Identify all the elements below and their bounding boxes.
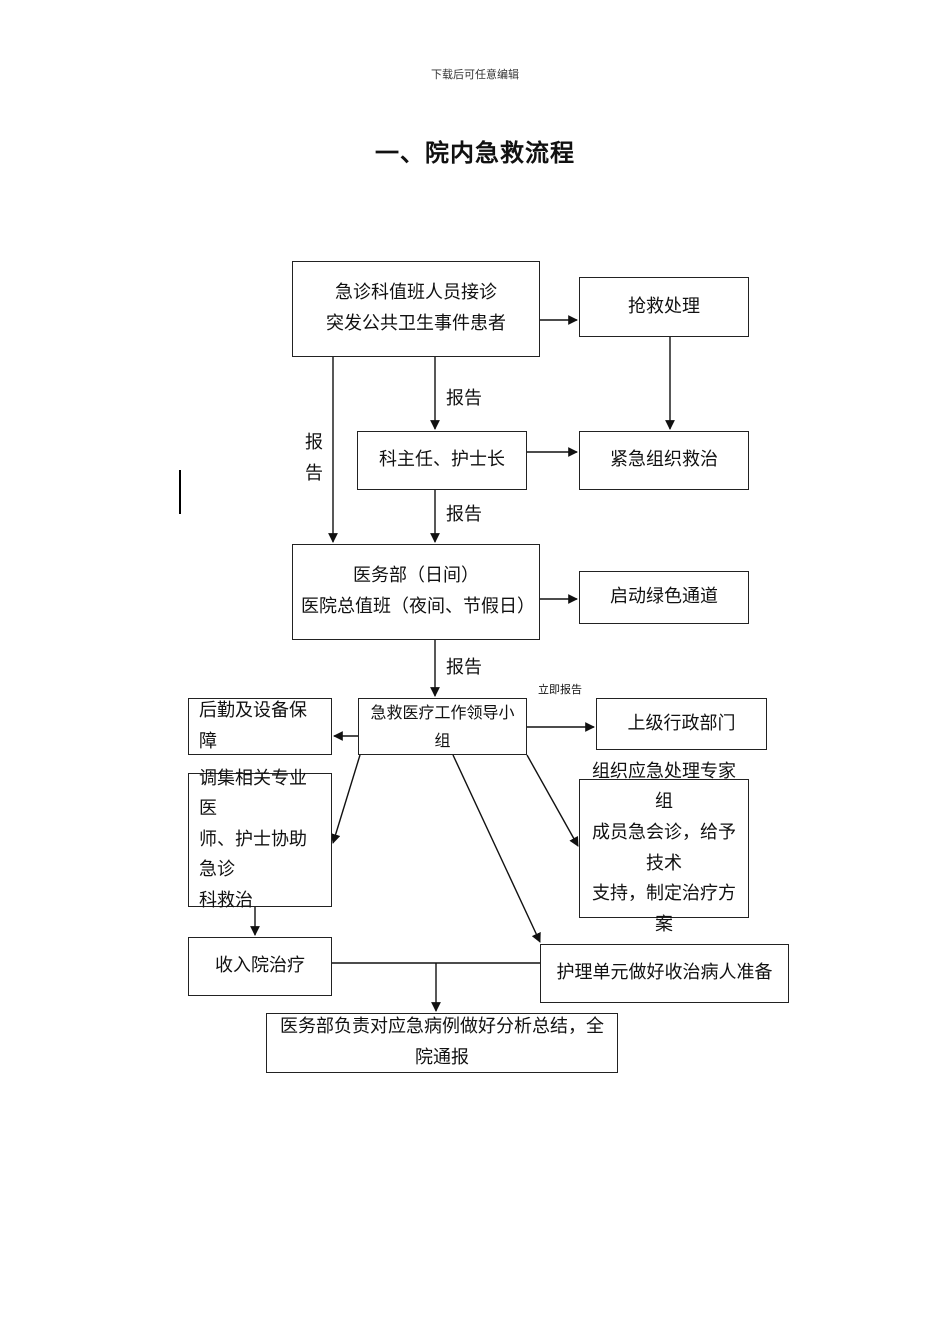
node-superior-administration: 上级行政部门	[596, 698, 767, 750]
edge-label-report: 报告	[446, 657, 482, 678]
node-rescue-treatment: 抢救处理	[579, 277, 749, 337]
node-expert-consultation: 组织应急处理专家组成员急会诊，给予技术支持，制定治疗方案	[579, 761, 749, 935]
node-case-summary: 医务部负责对应急病例做好分析总结，全院通报	[266, 1013, 618, 1073]
page-title: 一、院内急救流程	[375, 139, 575, 167]
arrow-n7-n10	[330, 754, 361, 844]
node-green-channel: 启动绿色通道	[579, 571, 749, 624]
node-admission: 收入院治疗	[188, 937, 332, 996]
node-department-head: 科主任、护士长	[357, 431, 527, 490]
header-note: 下载后可任意编辑	[431, 68, 519, 81]
edge-label-report: 报告	[446, 504, 482, 525]
node-leading-group: 急救医疗工作领导小组	[358, 698, 527, 755]
arrow-n7-n13	[452, 754, 541, 943]
edge-label-report: 报告	[446, 388, 482, 409]
node-mobilize-specialists: 调集相关专业医师、护士协助急诊科救治	[188, 768, 332, 911]
node-urgent-organize-treatment: 紧急组织救治	[579, 431, 749, 490]
margin-mark	[179, 470, 181, 514]
edge-label-report-side: 报告	[305, 432, 323, 484]
arrow-n7-n11	[526, 754, 579, 847]
node-logistics: 后勤及设备保障	[188, 698, 332, 755]
node-medical-affairs: 医务部（日间）医院总值班（夜间、节假日）	[292, 544, 540, 640]
edge-label-immediate-report: 立即报告	[538, 683, 582, 696]
node-emergency-duty-staff: 急诊科值班人员接诊突发公共卫生事件患者	[292, 261, 540, 357]
node-nursing-unit-preparation: 护理单元做好收治病人准备	[540, 944, 789, 1003]
